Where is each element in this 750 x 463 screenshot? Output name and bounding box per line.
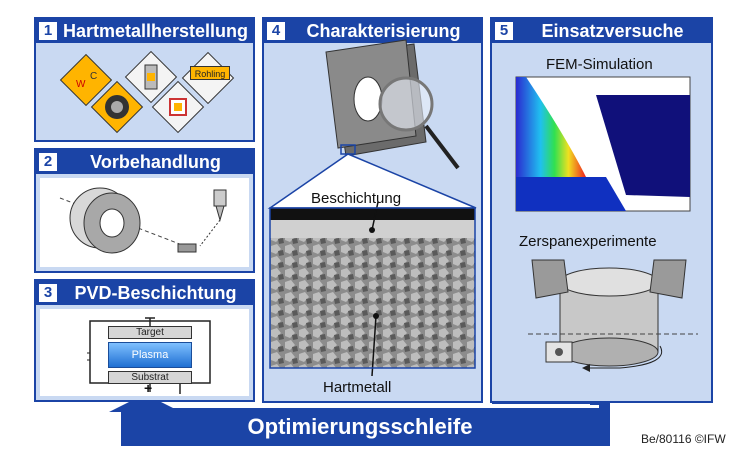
press-icon	[124, 50, 178, 104]
panel-hartmetallherstellung: 1 Hartmetallherstellung	[34, 17, 255, 142]
panel-title: Hartmetallherstellung	[62, 21, 249, 41]
step-number: 4	[267, 22, 285, 40]
fem-simulation-image	[515, 76, 691, 212]
panel-title: Vorbehandlung	[90, 152, 221, 172]
pvd-target: Target	[108, 326, 192, 339]
optimization-loop-label: Optimierungsschleife	[247, 414, 473, 439]
panel-header: 5 Einsatzversuche	[492, 19, 711, 43]
experiment-label: Zerspanexperimente	[519, 233, 657, 250]
coating-label: Beschichtung	[311, 190, 402, 207]
panel-header: 3 PVD-Beschichtung	[36, 281, 253, 305]
fem-label: FEM-Simulation	[546, 56, 653, 73]
milling-icon	[90, 80, 144, 134]
svg-text:W: W	[76, 79, 86, 90]
image-credit: Be/80116 ©IFW	[641, 432, 726, 446]
powder-icon	[59, 53, 113, 107]
step-number: 5	[495, 22, 513, 40]
step-number: 3	[39, 284, 57, 302]
pvd-substrat: Substrat	[108, 371, 192, 384]
machining-experiment	[528, 259, 698, 372]
step-number: 2	[39, 153, 57, 171]
pvd-plus-sign: +	[144, 380, 153, 396]
panel-title: Charakterisierung	[306, 21, 461, 41]
panel-title: Einsatzversuche	[541, 21, 684, 41]
manufacturing-icons: W C	[59, 50, 235, 134]
sinter-icon	[151, 80, 205, 134]
rohling-label: Rohling	[190, 66, 230, 80]
svg-text:C: C	[90, 71, 97, 82]
panel-header: 1 Hartmetallherstellung	[36, 19, 253, 43]
panel-title: PVD-Beschichtung	[74, 283, 237, 303]
pvd-plasma: Plasma	[108, 342, 192, 368]
panel-header: 4 Charakterisierung	[264, 19, 481, 43]
insert-with-magnifier	[325, 39, 460, 170]
substrate-label: Hartmetall	[323, 379, 392, 396]
step-number: 1	[39, 22, 57, 40]
optimization-arrow	[121, 408, 599, 446]
sem-micrograph	[269, 201, 476, 377]
panel-header: 2 Vorbehandlung	[36, 150, 253, 174]
pretreatment-illustration	[59, 187, 227, 254]
